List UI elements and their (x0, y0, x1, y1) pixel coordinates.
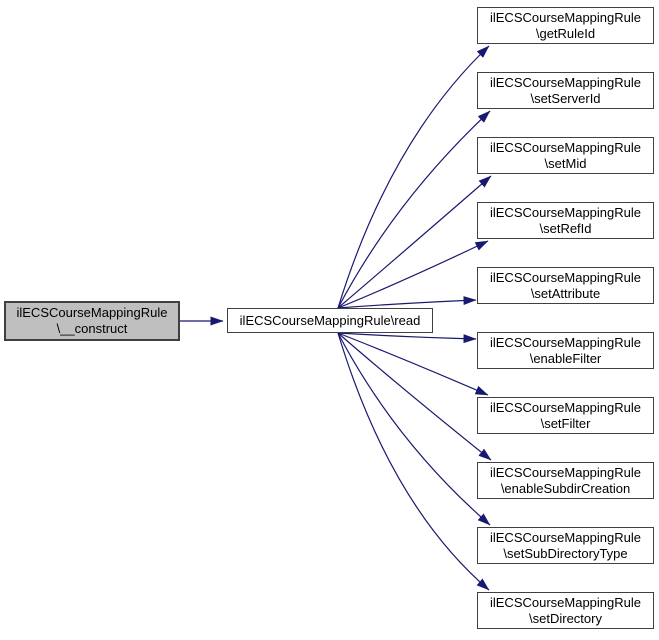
edge-read-to-enableSubdirCreation (337, 332, 492, 461)
edge-read-to-enableFilter (337, 332, 477, 344)
callee-label-line1: ilECSCourseMappingRule (489, 204, 642, 220)
node-setSubDirectoryType[interactable]: ilECSCourseMappingRule \setSubDirectoryT… (477, 527, 654, 564)
node-read[interactable]: ilECSCourseMappingRule\read (227, 308, 433, 333)
node-setDirectory[interactable]: ilECSCourseMappingRule \setDirectory (477, 592, 654, 629)
node-setRefId[interactable]: ilECSCourseMappingRule \setRefId (477, 202, 654, 239)
edge-read-to-setRefId (337, 240, 489, 309)
callee-label-line1: ilECSCourseMappingRule (489, 529, 642, 545)
callee-label-line1: ilECSCourseMappingRule (489, 594, 642, 610)
callee-label-line2: \setRefId (539, 220, 592, 236)
callee-label-line2: \enableSubdirCreation (500, 480, 631, 496)
node-construct-label-line1: ilECSCourseMappingRule (16, 305, 168, 320)
edge-read-to-setDirectory (337, 332, 490, 591)
node-enableFilter[interactable]: ilECSCourseMappingRule \enableFilter (477, 332, 654, 369)
node-read-label: ilECSCourseMappingRule\read (239, 312, 421, 328)
node-setMid[interactable]: ilECSCourseMappingRule \setMid (477, 137, 654, 174)
edge-read-to-setServerId (337, 110, 491, 309)
callee-label-line2: \setSubDirectoryType (503, 545, 628, 561)
callee-label-line2: \setDirectory (529, 610, 602, 626)
callee-label-line2: \setFilter (540, 415, 591, 431)
edge-read-to-setSubDirectoryType (337, 332, 491, 526)
callee-label-line1: ilECSCourseMappingRule (489, 269, 642, 285)
callee-label-line1: ilECSCourseMappingRule (489, 74, 642, 90)
edge-read-to-setFilter (337, 332, 489, 396)
node-getRuleId[interactable]: ilECSCourseMappingRule \getRuleId (477, 7, 654, 44)
node-setFilter[interactable]: ilECSCourseMappingRule \setFilter (477, 397, 654, 434)
callee-label-line2: \setAttribute (530, 285, 601, 301)
node-setServerId[interactable]: ilECSCourseMappingRule \setServerId (477, 72, 654, 109)
callee-label-line2: \setMid (544, 155, 587, 171)
node-construct-label-line2: \__construct (56, 321, 128, 336)
edge-read-to-setAttribute (337, 296, 477, 309)
callee-label-line1: ilECSCourseMappingRule (489, 464, 642, 480)
edge-read-to-setMid (337, 175, 492, 309)
callee-label-line1: ilECSCourseMappingRule (489, 139, 642, 155)
node-setAttribute[interactable]: ilECSCourseMappingRule \setAttribute (477, 267, 654, 304)
callee-label-line2: \enableFilter (529, 350, 602, 366)
callee-label-line2: \getRuleId (535, 25, 596, 41)
callee-label-line2: \setServerId (530, 90, 601, 106)
edge-read-to-getRuleId (337, 45, 490, 309)
callee-label-line1: ilECSCourseMappingRule (489, 9, 642, 25)
node-enableSubdirCreation[interactable]: ilECSCourseMappingRule \enableSubdirCrea… (477, 462, 654, 499)
node-construct: ilECSCourseMappingRule \__construct (4, 301, 180, 341)
callee-label-line1: ilECSCourseMappingRule (489, 399, 642, 415)
callee-label-line1: ilECSCourseMappingRule (489, 334, 642, 350)
